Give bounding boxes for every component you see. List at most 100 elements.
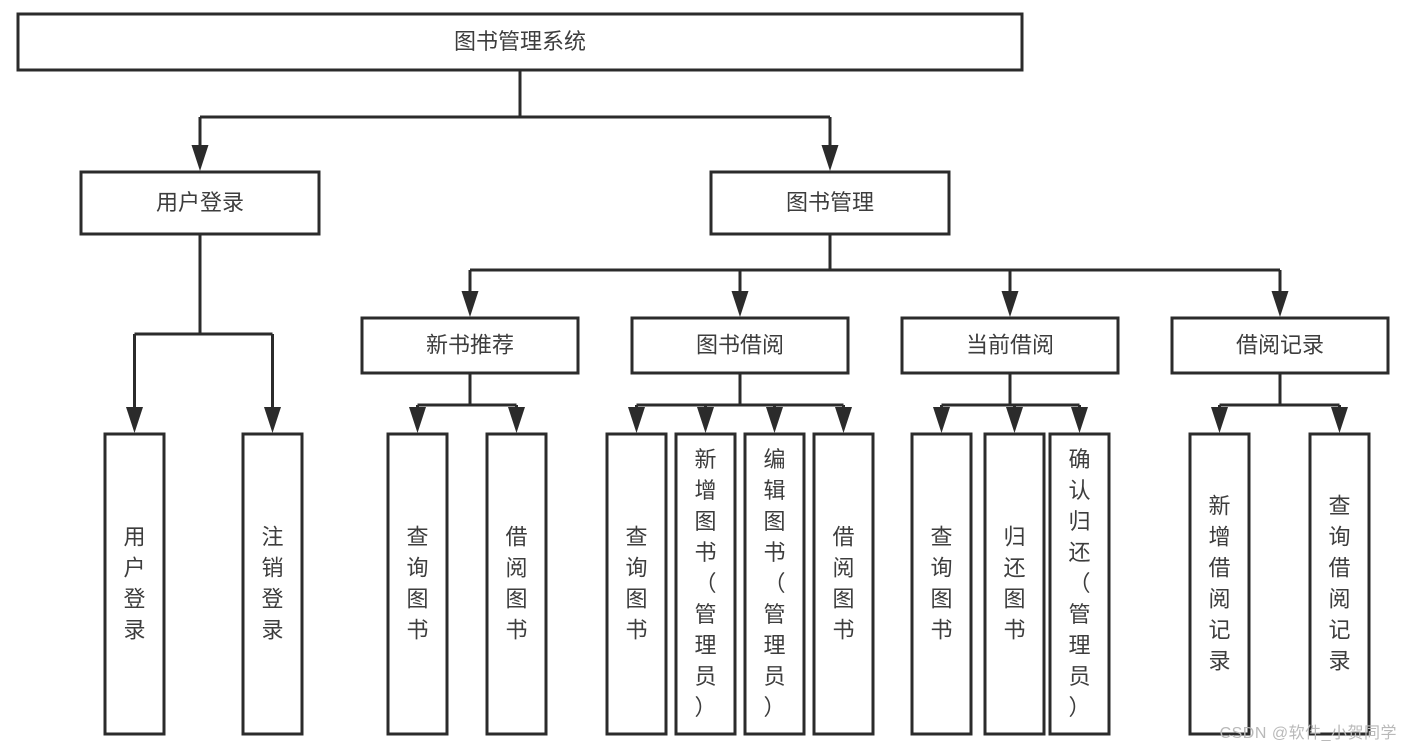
node-box[interactable] xyxy=(812,432,875,736)
node-label-char: 增 xyxy=(1208,524,1230,549)
node-box[interactable] xyxy=(16,12,1024,72)
node-label-char: 图 xyxy=(625,586,647,611)
connector-group-user-login xyxy=(126,234,281,433)
node-label-char: 记 xyxy=(1328,617,1350,642)
node-box[interactable] xyxy=(1308,432,1371,736)
node-box[interactable] xyxy=(485,432,548,736)
node-box[interactable] xyxy=(743,432,806,736)
node-label-char: 图 xyxy=(763,509,785,534)
node-label-char: 阅 xyxy=(1328,586,1350,611)
node-label-char: 录 xyxy=(1208,648,1230,673)
node-label-char: 图 xyxy=(505,586,527,611)
node-label-char: 书 xyxy=(930,617,952,642)
node-book-manage[interactable]: 图书管理 xyxy=(709,170,951,236)
node-box[interactable] xyxy=(983,432,1046,736)
node-box[interactable] xyxy=(103,432,166,736)
node-user-login[interactable]: 用户登录 xyxy=(79,170,321,236)
node-label-char: 图 xyxy=(930,586,952,611)
node-box[interactable] xyxy=(1170,316,1390,375)
node-box[interactable] xyxy=(605,432,668,736)
node-label-char: 归 xyxy=(1068,509,1090,534)
node-box[interactable] xyxy=(709,170,951,236)
node-label-char: 询 xyxy=(406,555,428,580)
node-label-char: 还 xyxy=(1068,540,1090,565)
connector-group-root xyxy=(191,70,839,171)
node-label-char: 新 xyxy=(1208,493,1230,518)
node-label-char: 认 xyxy=(1068,478,1090,503)
arrow-head-icon xyxy=(1331,407,1348,433)
node-borrow-record[interactable]: 借阅记录 xyxy=(1170,316,1390,375)
node-box[interactable] xyxy=(674,432,737,736)
node-label-char: 查 xyxy=(625,524,647,549)
node-label: 图书借阅 xyxy=(696,332,784,357)
node-layer: 图书管理系统用户登录图书管理新书推荐图书借阅当前借阅借阅记录用户登录注销登录查询… xyxy=(16,12,1390,736)
node-box[interactable] xyxy=(1048,432,1111,736)
node-label-char: 图 xyxy=(832,586,854,611)
node-root[interactable]: 图书管理系统 xyxy=(16,12,1024,72)
node-box[interactable] xyxy=(900,316,1120,375)
node-label-char: 借 xyxy=(1328,555,1350,580)
node-label-char: 销 xyxy=(261,555,283,580)
node-label-char: 登 xyxy=(261,586,283,611)
node-label-char: 辑 xyxy=(763,478,785,503)
node-label-char: （ xyxy=(1068,571,1090,596)
node-label-char: 录 xyxy=(123,617,145,642)
arrow-head-icon xyxy=(766,407,783,433)
node-label-char: 书 xyxy=(406,617,428,642)
arrow-head-icon xyxy=(1001,291,1019,317)
node-label: 用户登录 xyxy=(156,190,244,215)
arrow-head-icon xyxy=(628,407,645,433)
arrow-head-icon xyxy=(731,291,749,317)
arrow-head-icon xyxy=(821,145,839,171)
node-label: 借阅记录 xyxy=(1236,332,1324,357)
node-label-char: 登 xyxy=(123,586,145,611)
node-leaf-user-login[interactable]: 用户登录 xyxy=(103,432,166,736)
node-label-char: 确 xyxy=(1068,447,1090,472)
node-box[interactable] xyxy=(1188,432,1251,736)
node-current-borrow[interactable]: 当前借阅 xyxy=(900,316,1120,375)
node-label-char: 借 xyxy=(505,524,527,549)
connector-group-book-manage xyxy=(461,234,1289,317)
node-box[interactable] xyxy=(241,432,304,736)
arrow-head-icon xyxy=(1211,407,1228,433)
node-label: 当前借阅 xyxy=(966,332,1054,357)
node-new-book-rec[interactable]: 新书推荐 xyxy=(360,316,580,375)
arrow-head-icon xyxy=(1071,407,1088,433)
node-box[interactable] xyxy=(386,432,449,736)
node-label-char: 理 xyxy=(694,633,716,658)
node-box[interactable] xyxy=(630,316,850,375)
arrow-head-icon xyxy=(933,407,950,433)
node-label-char: 书 xyxy=(763,540,785,565)
node-label-char: 员 xyxy=(694,664,716,689)
connector-layer xyxy=(126,70,1348,433)
node-label-char: 借 xyxy=(832,524,854,549)
node-label-char: 用 xyxy=(123,524,145,549)
arrow-head-icon xyxy=(461,291,479,317)
node-box[interactable] xyxy=(79,170,321,236)
node-box[interactable] xyxy=(360,316,580,375)
connector-group-book-borrow xyxy=(628,373,852,433)
node-box[interactable] xyxy=(910,432,973,736)
arrow-head-icon xyxy=(1006,407,1023,433)
node-label-char: 图 xyxy=(694,509,716,534)
arrow-head-icon xyxy=(264,407,281,433)
arrow-head-icon xyxy=(835,407,852,433)
node-label-char: 员 xyxy=(1068,664,1090,689)
node-book-borrow[interactable]: 图书借阅 xyxy=(630,316,850,375)
node-label-char: 还 xyxy=(1003,555,1025,580)
node-label-char: ） xyxy=(694,695,716,720)
